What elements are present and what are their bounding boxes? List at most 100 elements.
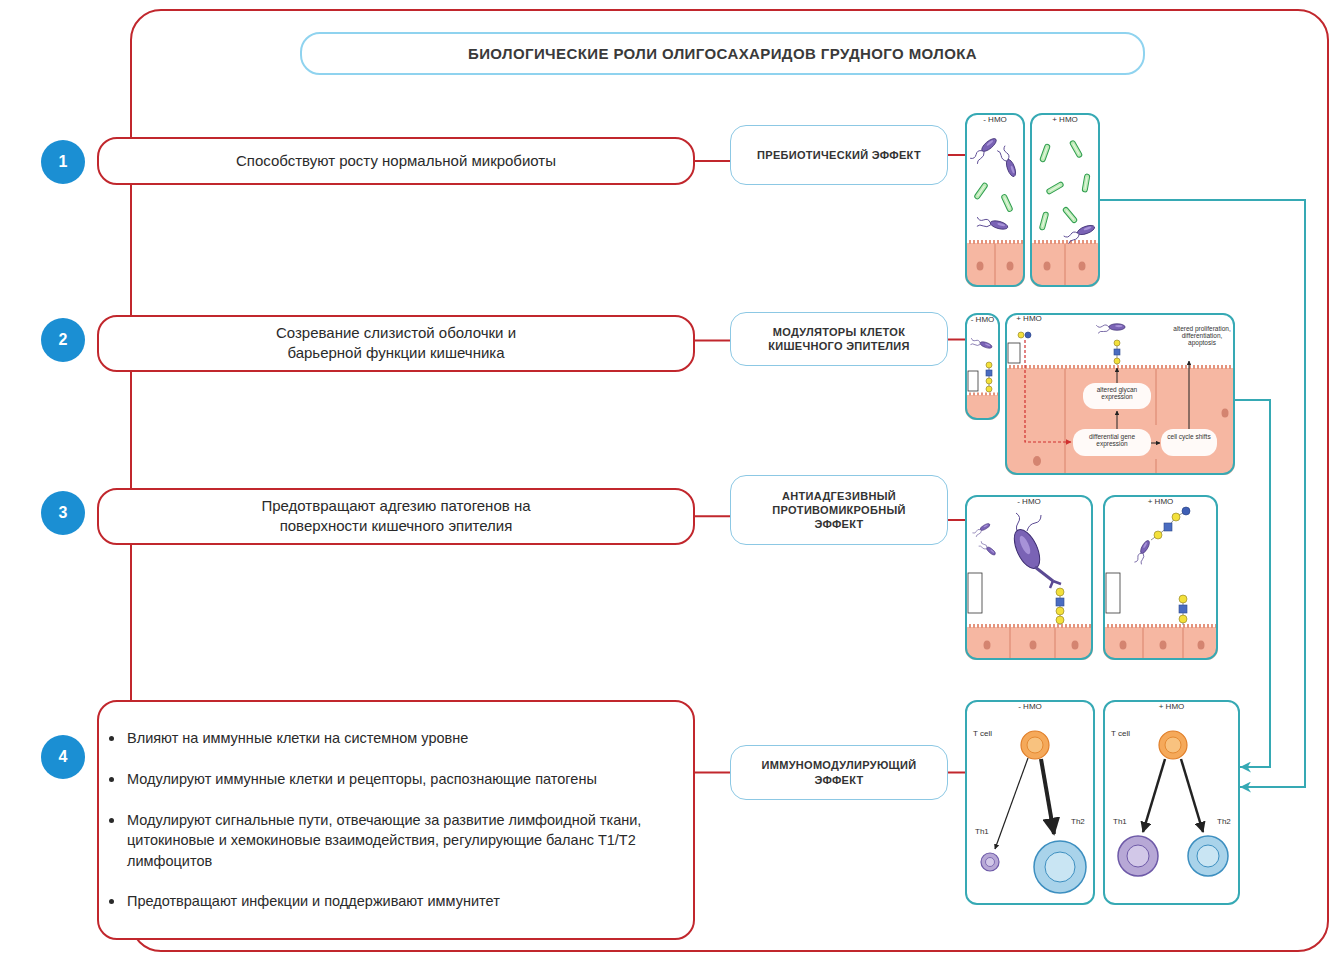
epithelium-illustration-part-part xyxy=(986,370,992,376)
epithelium-illustration-part-part xyxy=(1114,349,1120,355)
epithelium-illustration-part xyxy=(1005,324,1235,475)
callout-number: 3 xyxy=(59,504,68,522)
panel-label: + HMO xyxy=(1105,498,1216,507)
microbiota-illustration-part-part xyxy=(977,262,984,271)
microbiota-illustration-part-part xyxy=(1040,144,1051,163)
t-cell-illustration-part xyxy=(1143,759,1165,832)
t-cell-illustration-part xyxy=(1045,852,1075,882)
list-text: Модулируют сигнальные пути, отвечающие з… xyxy=(127,810,643,871)
list-item: Модулируют иммунные клетки и рецепторы, … xyxy=(109,769,643,789)
effect-label: ИММУНОМОДУЛИРУЮЩИЙ ЭФФЕКТ xyxy=(757,758,921,787)
role-text: Созревание слизистой оболочки и барьерно… xyxy=(274,323,519,364)
microbiota-illustration-part-part xyxy=(1001,194,1013,212)
adhesion-illustration-part-part xyxy=(1179,615,1187,623)
connector xyxy=(948,154,965,156)
adhesion-illustration xyxy=(965,513,1093,660)
adhesion-illustration-part-part xyxy=(1035,567,1053,581)
bullet-dot xyxy=(109,899,114,904)
t-cell-illustration-part xyxy=(1041,759,1054,834)
panel-label: + HMO xyxy=(1032,116,1098,125)
epithelium-illustration-part-part xyxy=(986,386,992,392)
microbiota-illustration xyxy=(965,136,1025,287)
t-cell-illustration-part xyxy=(986,858,995,867)
illustration-label: Th2 xyxy=(1071,818,1085,827)
t-cell-illustration-part xyxy=(1027,737,1043,753)
title-text: БИОЛОГИЧЕСКИЕ РОЛИ ОЛИГОСАХАРИДОВ ГРУДНО… xyxy=(468,45,977,62)
t-cell-illustration-part xyxy=(1197,845,1219,867)
epithelium-illustration-part-part xyxy=(1189,361,1190,429)
callout-number: 1 xyxy=(59,153,68,171)
adhesion-illustration-part-part xyxy=(965,624,1093,628)
adhesion-illustration-part-part xyxy=(1182,507,1190,515)
adhesion-illustration-part-part xyxy=(1183,628,1184,660)
adhesion-illustration-part-part xyxy=(965,627,1093,660)
bullet-dot xyxy=(109,736,114,741)
microbiota-illustration-part-part xyxy=(995,244,996,287)
list-item: Модулируют сигнальные пути, отвечающие з… xyxy=(109,810,643,871)
effect-label-box: ИММУНОМОДУЛИРУЮЩИЙ ЭФФЕКТ xyxy=(730,745,948,800)
step-number-circle: 3 xyxy=(41,491,85,535)
epithelium-illustration-part-part xyxy=(969,337,993,352)
illustration-panel: - HMOT cellTh1Th2 xyxy=(965,700,1095,905)
illustration-label: altered glycan expression xyxy=(1083,386,1151,400)
microbiota-illustration-part-part xyxy=(1030,243,1100,287)
epithelium-illustration-part-part xyxy=(965,393,1000,396)
adhesion-illustration-part xyxy=(965,513,1093,660)
microbiota-illustration-part-part xyxy=(969,136,1000,165)
step-number-circle: 4 xyxy=(41,735,85,779)
list-text: Модулируют иммунные клетки и рецепторы, … xyxy=(127,769,597,789)
connector xyxy=(695,772,730,774)
effect-label: АНТИАДГЕЗИВНЫЙ ПРОТИВОМИКРОБНЫЙ ЭФФЕКТ xyxy=(757,489,921,532)
epithelium-illustration-part-part xyxy=(1114,340,1120,346)
t-cell-illustration-part xyxy=(1188,836,1228,876)
t-cell-illustration-part xyxy=(1021,731,1049,759)
microbiota-illustration-part-part xyxy=(1039,212,1048,231)
t-cell-illustration-part xyxy=(1181,759,1203,832)
connector xyxy=(948,339,965,341)
illustration-panel: - HMO xyxy=(965,113,1025,287)
adhesion-illustration-part-part xyxy=(1198,641,1205,650)
epithelium-illustration-part-part xyxy=(1018,332,1024,338)
adhesion-illustration-part-part xyxy=(1120,641,1127,650)
adhesion-illustration-part-part xyxy=(1030,641,1037,650)
effect-label-box: ПРЕБИОТИЧЕСКИЙ ЭФФЕКТ xyxy=(730,125,948,185)
epithelium-illustration-part-part xyxy=(1005,365,1235,369)
connector xyxy=(1100,200,1305,787)
epithelium-illustration-part-part xyxy=(965,395,1000,420)
effect-label: МОДУЛЯТОРЫ КЛЕТОК КИШЕЧНОГО ЭПИТЕЛИЯ xyxy=(757,325,921,354)
t-cell-illustration-part xyxy=(1118,836,1158,876)
microbiota-illustration-part-part xyxy=(1069,140,1082,158)
adhesion-illustration-part-part xyxy=(1050,581,1061,588)
t-cell-illustration-part xyxy=(1127,845,1149,867)
illustration-label: Th2 xyxy=(1217,818,1231,827)
panel-label: - HMO xyxy=(967,498,1091,507)
microbiota-illustration-part xyxy=(965,136,1025,287)
connector xyxy=(1235,400,1270,767)
epithelium-illustration-part xyxy=(965,337,1000,420)
adhesion-illustration-part-part xyxy=(1010,628,1011,660)
epithelium-illustration-part-part xyxy=(986,362,992,368)
effect-label: ПРЕБИОТИЧЕСКИЙ ЭФФЕКТ xyxy=(757,148,921,162)
adhesion-illustration-part-part xyxy=(1106,573,1120,613)
adhesion-illustration-part-part xyxy=(1055,628,1056,660)
role-text: Предотвращают адгезию патогенов на повер… xyxy=(256,496,536,537)
bullet-dot xyxy=(109,818,114,823)
adhesion-illustration-part-part xyxy=(1179,595,1187,603)
panel-label: - HMO xyxy=(967,316,998,325)
adhesion-illustration-part-part xyxy=(1056,588,1064,596)
role-box: Способствуют росту нормальной микробиоты xyxy=(97,137,695,185)
microbiota-illustration-part-part xyxy=(1082,174,1090,193)
adhesion-illustration-part-part xyxy=(1172,513,1180,521)
role-box: Созревание слизистой оболочки и барьерно… xyxy=(97,315,695,372)
epithelium-illustration-part-part xyxy=(1065,369,1066,475)
epithelium-illustration-part-part xyxy=(1161,429,1217,456)
step-number-circle: 1 xyxy=(41,140,85,184)
role-list-box: Влияют на иммунные клетки на системном у… xyxy=(97,700,695,940)
illustration-panel: - HMO xyxy=(965,495,1093,660)
adhesion-illustration-part-part xyxy=(1056,616,1064,624)
epithelium-illustration-part-part xyxy=(1033,456,1041,466)
title-box: БИОЛОГИЧЕСКИЕ РОЛИ ОЛИГОСАХАРИДОВ ГРУДНО… xyxy=(300,32,1145,75)
adhesion-illustration-part-part xyxy=(1056,607,1064,615)
microbiota-illustration-part-part xyxy=(1007,262,1014,271)
